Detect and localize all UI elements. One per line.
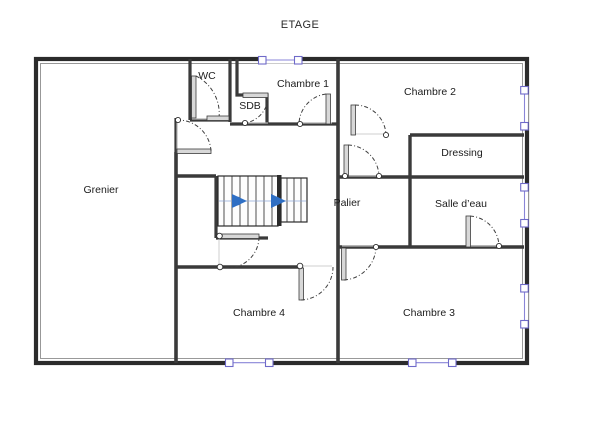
room-label-salle-deau: Salle d’eau bbox=[435, 198, 487, 210]
room-label-sdb: SDB bbox=[239, 100, 261, 112]
door-chambre2 bbox=[350, 104, 390, 139]
room-label-chambre2: Chambre 2 bbox=[404, 86, 456, 98]
window-right-lower bbox=[520, 283, 529, 329]
room-label-chambre1: Chambre 1 bbox=[277, 78, 329, 90]
door-palier-chambre4 bbox=[296, 262, 334, 301]
door-salle-deau bbox=[465, 215, 503, 250]
room-label-dressing: Dressing bbox=[441, 147, 483, 159]
door-stairs bbox=[216, 232, 260, 271]
window-bottom-left bbox=[224, 358, 274, 368]
window-top-chambre1 bbox=[257, 55, 303, 65]
stair-steps-upper bbox=[286, 178, 302, 222]
door-wc bbox=[191, 75, 230, 121]
door-chambre1 bbox=[296, 93, 332, 128]
page-title: ETAGE bbox=[280, 19, 320, 31]
door-group bbox=[174, 75, 503, 301]
door-palier-chambre3 bbox=[341, 243, 380, 281]
window-right-upper bbox=[520, 85, 529, 131]
room-label-palier: Palier bbox=[334, 197, 361, 209]
door-sdb bbox=[241, 92, 269, 127]
window-group bbox=[224, 55, 529, 368]
window-right-middle bbox=[520, 182, 529, 228]
room-labels: Grenier WC SDB Chambre 1 Chambre 2 Dress… bbox=[83, 70, 487, 319]
door-grenier bbox=[174, 116, 212, 154]
staircase bbox=[214, 175, 308, 240]
room-label-chambre4: Chambre 4 bbox=[233, 307, 285, 319]
window-bottom-right bbox=[407, 358, 457, 368]
door-dressing bbox=[341, 144, 383, 180]
room-label-grenier: Grenier bbox=[83, 184, 119, 196]
room-label-chambre3: Chambre 3 bbox=[403, 307, 455, 319]
room-label-wc: WC bbox=[198, 70, 216, 82]
